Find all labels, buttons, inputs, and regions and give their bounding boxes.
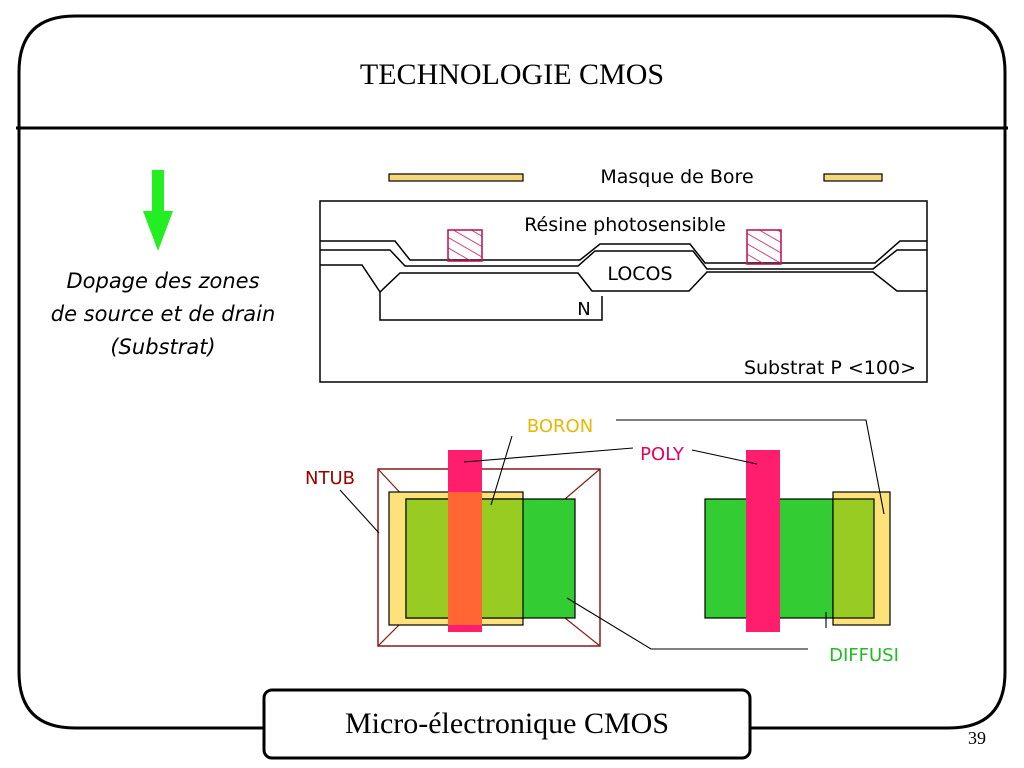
- poly-gate-right: [746, 229, 782, 265]
- mask-label: Masque de Bore: [600, 166, 753, 188]
- oxide-bottom: [320, 264, 927, 294]
- poly-label: POLY: [640, 444, 685, 465]
- step-description-line: de source et de drain: [50, 302, 276, 326]
- resist-surface: [320, 240, 927, 264]
- substrate-label: Substrat P <100>: [744, 357, 916, 379]
- slide-title: TECHNOLOGIE CMOS: [359, 58, 665, 91]
- ntub-label: NTUB: [305, 468, 355, 489]
- locos-label: LOCOS: [607, 263, 672, 285]
- boron-mask-left: [388, 173, 524, 182]
- down-arrow-icon: [143, 170, 173, 251]
- boron-label: BORON: [527, 416, 593, 437]
- ntub-callout-line: [339, 489, 380, 534]
- poly-over-boron: [448, 492, 482, 625]
- poly-gate-left: [447, 229, 483, 262]
- boron-callout-line: [490, 435, 513, 506]
- poly-callout-line: [691, 449, 758, 465]
- resist-label: Résine photosensible: [524, 214, 726, 236]
- ntub-region: [377, 468, 601, 647]
- boron-diffusion-overlap-right: [832, 498, 875, 619]
- n-well-label: N: [577, 299, 590, 320]
- step-description: Dopage des zones de source et de drain (…: [28, 265, 298, 364]
- footer-title: Micro-électronique CMOS: [344, 707, 670, 740]
- step-description-line: (Substrat): [110, 335, 216, 359]
- boron-mask-right: [823, 173, 883, 182]
- step-description-line: Dopage des zones: [66, 269, 260, 293]
- ntub-corner: [564, 617, 601, 647]
- footer-box: [262, 688, 752, 760]
- ntub-corner: [564, 468, 601, 500]
- poly-gate-layout-right: [746, 450, 780, 632]
- body-frame: [17, 128, 1007, 730]
- n-well: [379, 292, 603, 321]
- oxide-top: [320, 249, 927, 270]
- boron-callout-line: [616, 419, 885, 515]
- diffusion-label: DIFFUSI: [829, 645, 899, 666]
- diffusion-callout-line: [566, 597, 808, 650]
- poly-callout-line: [463, 447, 634, 463]
- page-number: 39: [968, 728, 986, 748]
